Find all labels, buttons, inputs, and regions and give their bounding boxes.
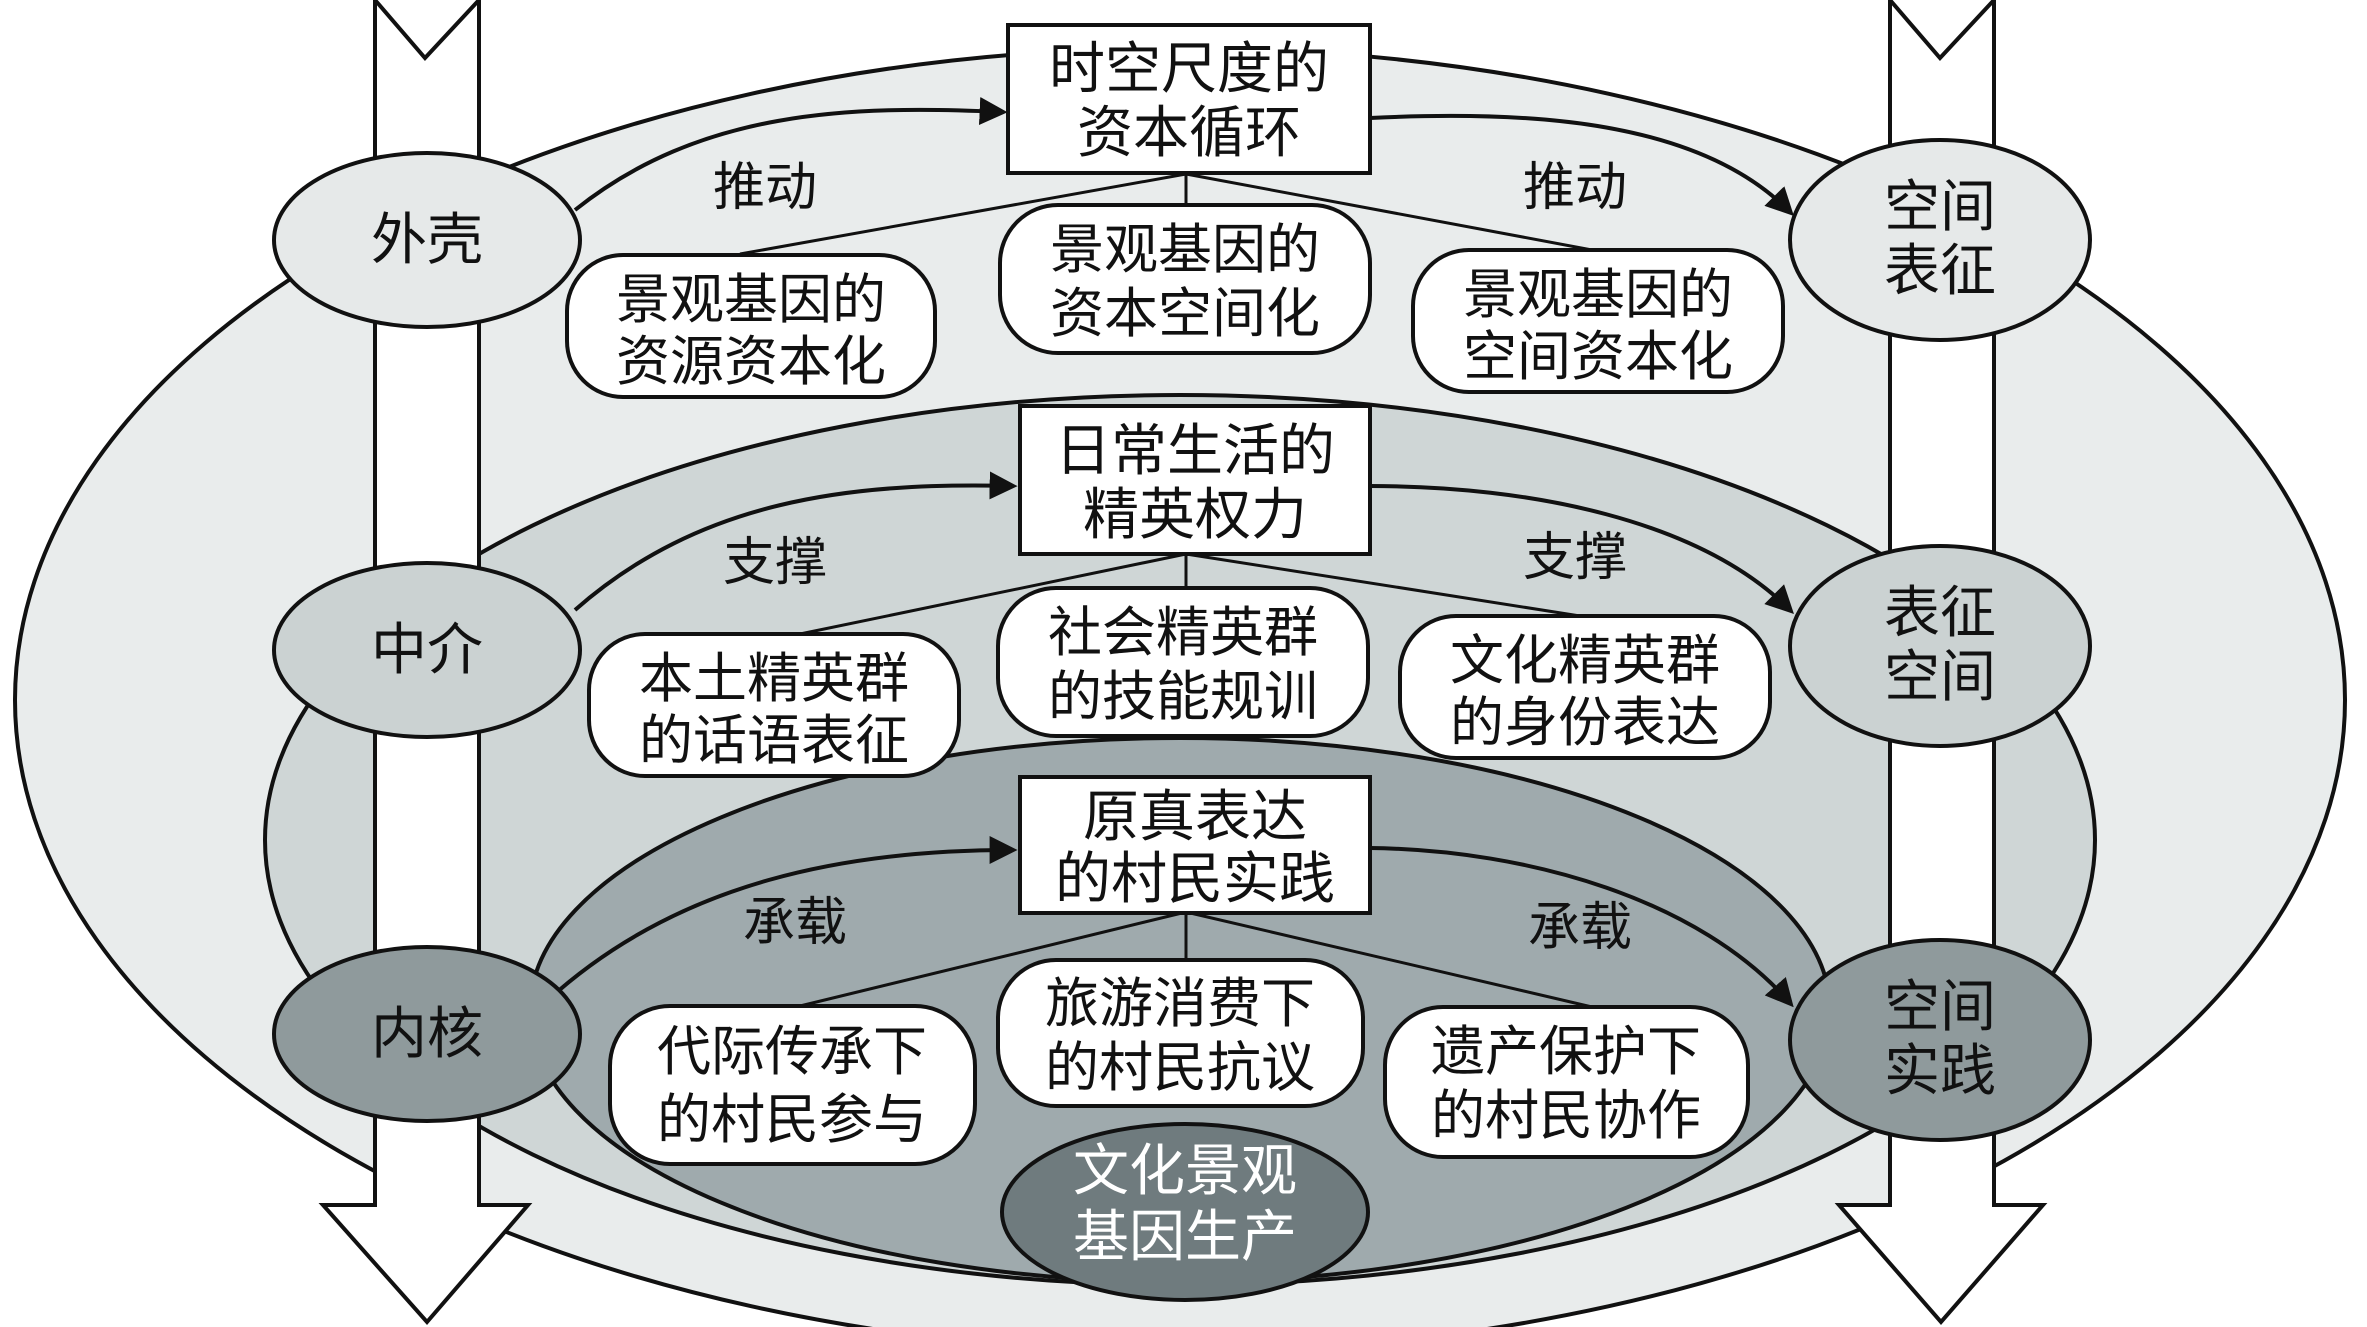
inner-item-1-line2: 的村民参与 <box>657 1088 927 1151</box>
right-label-inner-line1: 空间 <box>1884 975 1996 1040</box>
middle-item-3-line2: 的身份表达 <box>1450 691 1720 754</box>
inner-item-1-line1: 代际传承下 <box>657 1020 927 1083</box>
right-label-inner-line2: 实践 <box>1884 1039 1996 1104</box>
middle-connector-lines <box>799 552 1581 636</box>
left-label-middle-text: 中介 <box>371 618 483 683</box>
outer-core-box-line1: 时空尺度的 <box>1049 37 1329 102</box>
middle-core-box-line1: 日常生活的 <box>1055 419 1335 484</box>
center-core-line2: 基因生产 <box>1073 1205 1297 1270</box>
outer-item-1-line1: 景观基因的 <box>616 268 886 331</box>
outer-item-2-line1: 景观基因的 <box>1050 218 1320 281</box>
inner-item-1: 代际传承下 的村民参与 <box>608 1004 977 1166</box>
middle-item-3: 文化精英群 的身份表达 <box>1398 614 1772 760</box>
inner-item-3-line2: 的村民协作 <box>1431 1084 1701 1147</box>
middle-flow-right-arrow <box>1369 484 1794 614</box>
inner-flow-left-arrow <box>546 836 1018 1002</box>
inner-item-3: 遗产保护下 的村民协作 <box>1383 1005 1750 1159</box>
right-label-middle: 表征 空间 <box>1788 544 2092 748</box>
outer-connector-lines <box>739 172 1593 256</box>
outer-item-3-line1: 景观基因的 <box>1463 263 1733 326</box>
right-label-outer-line1: 空间 <box>1884 175 1996 240</box>
middle-flow-left-arrow <box>573 471 1018 612</box>
middle-item-1-line1: 本土精英群 <box>639 647 909 710</box>
left-label-outer: 外壳 <box>272 151 582 329</box>
outer-core-box-line2: 资本循环 <box>1077 101 1301 166</box>
middle-core-box-line2: 精英权力 <box>1083 483 1307 548</box>
inner-core-box-line2: 的村民实践 <box>1055 847 1335 912</box>
outer-flow-left-arrow <box>573 96 1008 212</box>
left-label-middle: 中介 <box>272 561 582 739</box>
middle-item-2-line1: 社会精英群 <box>1048 601 1318 664</box>
middle-action-left-label: 支撑 <box>723 533 827 593</box>
outer-action-left-label: 推动 <box>713 158 817 218</box>
middle-item-3-line1: 文化精英群 <box>1450 629 1720 692</box>
center-core: 文化景观 基因生产 <box>1000 1122 1370 1302</box>
outer-flow-right-arrow <box>1369 113 1794 216</box>
left-label-inner-text: 内核 <box>371 1002 483 1067</box>
inner-action-left-label: 承载 <box>743 893 847 953</box>
inner-item-3-line1: 遗产保护下 <box>1431 1020 1701 1083</box>
right-label-inner: 空间 实践 <box>1788 938 2092 1142</box>
inner-item-2-line2: 的村民抗议 <box>1045 1036 1315 1099</box>
middle-item-1: 本土精英群 的话语表征 <box>587 632 961 778</box>
middle-item-1-line2: 的话语表征 <box>639 709 909 772</box>
outer-item-1-line2: 资源资本化 <box>616 330 886 393</box>
inner-connector-lines <box>799 910 1593 1009</box>
center-core-line1: 文化景观 <box>1073 1139 1297 1204</box>
outer-item-3-line2: 空间资本化 <box>1463 325 1733 388</box>
right-label-outer: 空间 表征 <box>1788 138 2092 342</box>
outer-item-2-line2: 资本空间化 <box>1050 282 1320 345</box>
outer-core-box: 时空尺度的 资本循环 <box>1006 23 1372 175</box>
middle-item-2: 社会精英群 的技能规训 <box>996 586 1370 738</box>
inner-core-box: 原真表达 的村民实践 <box>1018 775 1372 915</box>
right-label-outer-line2: 表征 <box>1884 239 1996 304</box>
outer-item-2: 景观基因的 资本空间化 <box>998 203 1372 355</box>
outer-item-3: 景观基因的 空间资本化 <box>1411 248 1785 394</box>
inner-action-right-label: 承载 <box>1528 898 1632 958</box>
right-label-middle-line2: 空间 <box>1884 645 1996 710</box>
inner-core-box-line1: 原真表达 <box>1083 785 1307 850</box>
left-label-inner: 内核 <box>272 945 582 1123</box>
right-label-middle-line1: 表征 <box>1884 581 1996 646</box>
outer-item-1: 景观基因的 资源资本化 <box>565 253 937 399</box>
middle-action-right-label: 支撑 <box>1523 528 1627 588</box>
middle-item-2-line2: 的技能规训 <box>1048 665 1318 728</box>
left-label-outer-text: 外壳 <box>371 208 483 273</box>
inner-flow-right-arrow <box>1369 846 1794 1008</box>
outer-action-right-label: 推动 <box>1523 158 1627 218</box>
middle-core-box: 日常生活的 精英权力 <box>1018 404 1372 556</box>
inner-item-2: 旅游消费下 的村民抗议 <box>996 958 1365 1108</box>
inner-item-2-line1: 旅游消费下 <box>1045 972 1315 1035</box>
